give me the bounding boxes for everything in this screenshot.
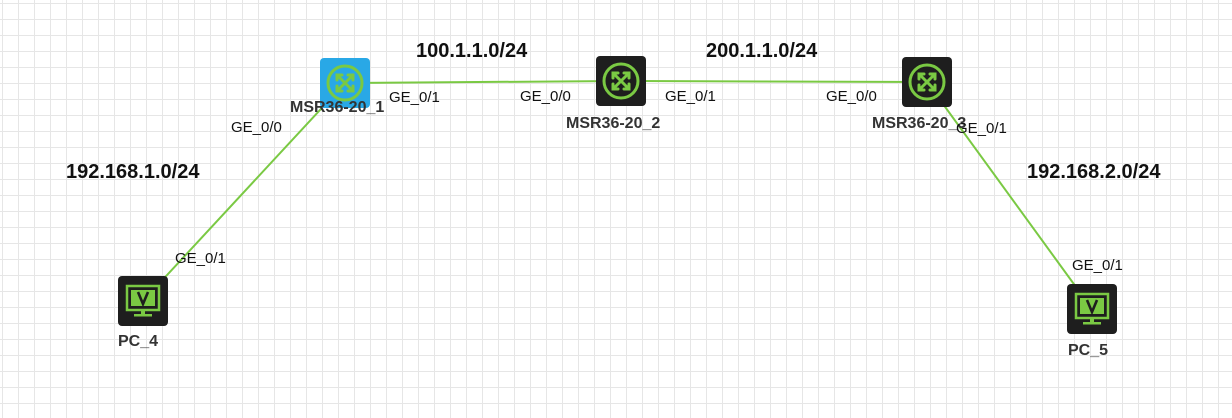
link-r1-r2[interactable] bbox=[344, 80, 622, 84]
device-name-r2: MSR36-20_2 bbox=[566, 115, 661, 132]
port-label-pc5-ge-0-1: GE_0/1 bbox=[1072, 257, 1123, 274]
link-r2-r3[interactable] bbox=[620, 80, 928, 83]
device-name-r1: MSR36-20_1 bbox=[290, 99, 385, 116]
subnet-label-100-1-1-0: 100.1.1.0/24 bbox=[416, 40, 528, 62]
device-name-r3: MSR36-20_3 bbox=[872, 115, 967, 132]
link-r3-pc5[interactable] bbox=[926, 81, 1093, 310]
port-label-r2-ge-0-1: GE_0/1 bbox=[665, 88, 716, 105]
port-label-r1-ge-0-0: GE_0/0 bbox=[231, 119, 282, 136]
router-icon bbox=[326, 64, 364, 102]
pc-monitor-icon bbox=[1074, 292, 1110, 325]
pc-5[interactable] bbox=[1067, 284, 1117, 334]
router-icon bbox=[602, 62, 640, 100]
port-label-r3-ge-0-0: GE_0/0 bbox=[826, 88, 877, 105]
port-label-r3-ge-0-1: GE_0/1 bbox=[956, 120, 1007, 137]
router-icon bbox=[908, 63, 946, 101]
port-label-r1-ge-0-1: GE_0/1 bbox=[389, 89, 440, 106]
pc-monitor-icon bbox=[125, 284, 161, 317]
router-msr36-20-1[interactable] bbox=[320, 58, 370, 108]
device-name-pc4: PC_4 bbox=[118, 333, 159, 350]
subnet-label-192-168-1-0: 192.168.1.0/24 bbox=[66, 161, 200, 183]
subnet-label-192-168-2-0: 192.168.2.0/24 bbox=[1027, 161, 1161, 183]
router-msr36-20-3[interactable] bbox=[902, 57, 952, 107]
device-name-pc5: PC_5 bbox=[1068, 342, 1109, 359]
subnet-label-200-1-1-0: 200.1.1.0/24 bbox=[706, 40, 818, 62]
port-label-r2-ge-0-0: GE_0/0 bbox=[520, 88, 571, 105]
link-r1-pc4[interactable] bbox=[142, 82, 346, 302]
pc-4[interactable] bbox=[118, 276, 168, 326]
router-msr36-20-2[interactable] bbox=[596, 56, 646, 106]
port-label-pc4-ge-0-1: GE_0/1 bbox=[175, 250, 226, 267]
